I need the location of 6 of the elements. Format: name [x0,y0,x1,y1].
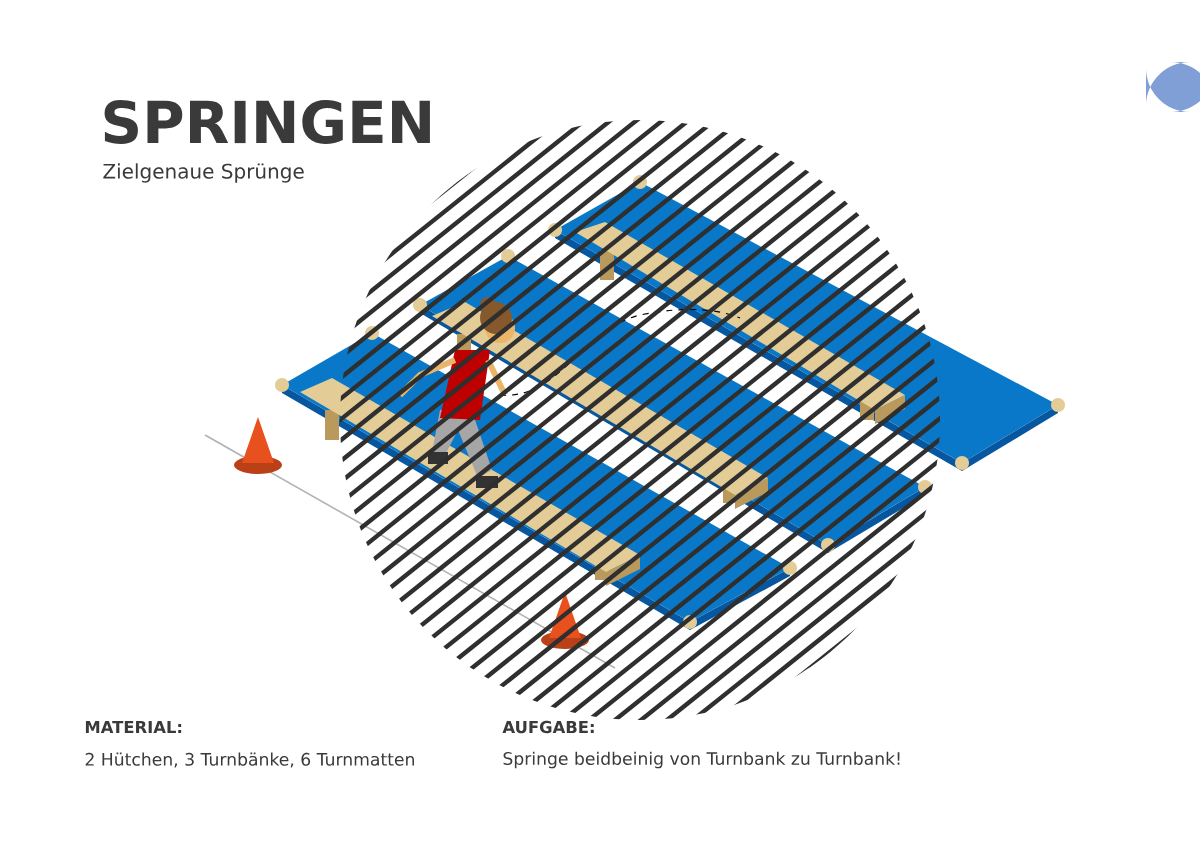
task-text: Springe beidbeinig von Turnbank zu Turnbank! [503,751,900,769]
section-heading: AUFGABE: [502,720,594,734]
section-heading: MATERIAL: [85,721,182,733]
subtitle: Zielgenaue Sprünge [103,163,304,183]
title: SPRINGEN [104,100,430,144]
material-text: 2 Hütchen, 3 Turnbänke, 6 Turnmatten [85,752,414,768]
